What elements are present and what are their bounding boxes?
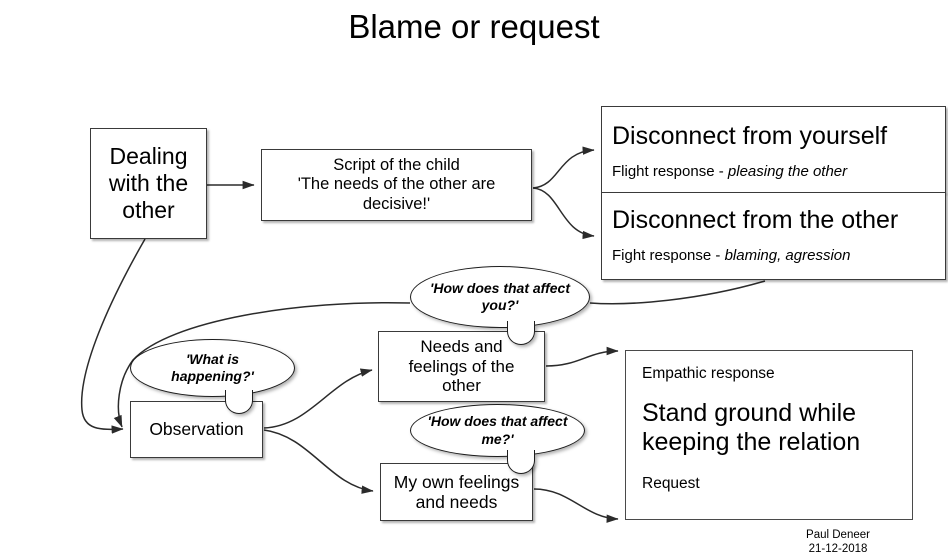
node-my-own-feelings-and-needs[interactable]: My own feelings and needs — [380, 463, 533, 521]
request-label: Request — [642, 475, 700, 492]
node-dealing-line-2: with the — [108, 170, 189, 197]
empathic-headline: Stand ground while keeping the relation — [642, 399, 896, 457]
node-disconnect-from-the-other-title: Disconnect from the other — [612, 206, 899, 234]
bubble-what-happening-line-1: 'What is — [185, 350, 240, 367]
edge-script-to-disconnect-self — [532, 146, 595, 189]
empathic-response-label: Empathic response — [642, 365, 775, 382]
node-disconnect-from-the-other[interactable]: Disconnect from the other Fight response… — [601, 192, 946, 280]
edge-script-to-disconnect-other — [532, 187, 595, 240]
speech-bubble-what-is-happening[interactable]: 'What is happening?' — [130, 339, 295, 414]
page-title: Blame or request — [348, 8, 600, 45]
node-script-line-2: 'The needs of the other are — [297, 175, 496, 194]
fight-response-emphasis: blaming, agression — [724, 247, 851, 264]
edge-needs-other-to-empathic — [545, 346, 619, 367]
node-disconnect-from-yourself[interactable]: Disconnect from yourself Flight response… — [601, 106, 946, 193]
node-own-feelings-line-1: My own feelings — [393, 471, 520, 492]
flight-response-emphasis: pleasing the other — [727, 162, 848, 180]
node-dealing-line-1: Dealing — [109, 143, 188, 170]
bubble-affect-me-line-1: 'How does that — [427, 413, 527, 429]
edge-disconnect-other-to-affect-you — [589, 280, 766, 305]
bubble-affect-you-line-2: affect you?' — [481, 279, 570, 314]
bubble-what-happening-line-2: happening?' — [171, 368, 254, 384]
speech-bubble-how-does-that-affect-me[interactable]: 'How does that affect me?' — [410, 404, 585, 474]
edge-observation-to-own-feelings — [263, 429, 374, 494]
footer-date: 21-12-2018 — [808, 543, 868, 556]
footer-author: Paul Deneer — [806, 529, 870, 541]
node-dealing-line-3: other — [122, 196, 175, 223]
edge-own-feelings-to-empathic — [533, 488, 619, 523]
node-script-of-the-child[interactable]: Script of the child 'The needs of the ot… — [261, 149, 532, 221]
fight-response-prefix: Fight response - — [612, 247, 725, 264]
speech-bubble-how-does-that-affect-you[interactable]: 'How does that affect you?' — [410, 266, 590, 345]
node-empathic-response[interactable]: Empathic response Stand ground while kee… — [625, 350, 913, 520]
node-observation-label: Observation — [149, 419, 244, 440]
node-dealing-with-the-other[interactable]: Dealing with the other — [90, 128, 207, 239]
node-needs-other-line-1: Needs and — [420, 336, 503, 356]
node-disconnect-from-yourself-subtitle: Flight response - pleasing the other — [612, 163, 935, 180]
bubble-what-happening-text: 'What is happening?' — [131, 351, 294, 386]
node-disconnect-from-the-other-subtitle: Fight response - blaming, agression — [612, 247, 935, 264]
node-script-line-1: Script of the child — [333, 156, 460, 175]
footer-credit: Paul Deneer 21-12-2018 — [748, 528, 928, 557]
empathic-headline-line-1: Stand ground while — [642, 399, 857, 427]
bubble-tail — [507, 441, 535, 474]
flight-response-prefix: Flight response - — [612, 162, 728, 180]
bubble-affect-you-text: 'How does that affect you?' — [411, 280, 589, 315]
bubble-affect-me-line-2: affect me?' — [481, 413, 568, 447]
empathic-headline-line-2: keeping the relation — [642, 428, 861, 456]
bubble-affect-you-line-1: 'How does that — [430, 279, 529, 296]
bubble-tail — [225, 381, 253, 414]
node-own-feelings-line-2: and needs — [415, 492, 498, 512]
node-script-line-3: decisive!' — [362, 194, 431, 213]
bubble-tail — [507, 312, 535, 345]
node-needs-other-line-3: other — [442, 376, 481, 396]
node-disconnect-from-yourself-title: Disconnect from yourself — [612, 121, 888, 150]
bubble-affect-me-text: 'How does that affect me?' — [411, 413, 584, 448]
node-needs-other-line-2: feelings of the — [408, 356, 515, 376]
